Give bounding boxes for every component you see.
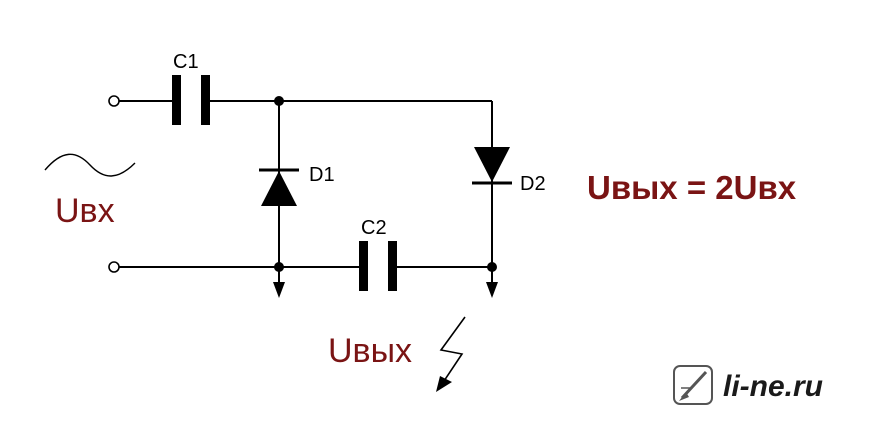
formula-text: Uвых = 2Uвх — [587, 169, 797, 206]
zigzag-arrow-icon — [436, 316, 466, 392]
c1-label: C1 — [173, 51, 199, 73]
d1-label: D1 — [309, 164, 335, 186]
input-terminal-top — [108, 95, 120, 107]
output-arrow-right — [486, 282, 498, 298]
output-arrow-left — [273, 282, 285, 298]
input-voltage-label: Uвх — [55, 192, 115, 230]
d2-label: D2 — [520, 173, 546, 195]
capacitor-c1 — [172, 75, 210, 125]
watermark-text: li-ne.ru — [723, 370, 823, 403]
diode-d2 — [472, 147, 512, 185]
c2-label: C2 — [361, 217, 387, 239]
input-terminal-bottom — [108, 261, 120, 273]
capacitor-c2 — [359, 241, 397, 291]
output-voltage-label: Uвых — [328, 332, 412, 370]
diode-d1 — [259, 168, 299, 206]
pencil-badge-icon — [673, 365, 713, 405]
ac-sine-icon — [44, 153, 136, 177]
